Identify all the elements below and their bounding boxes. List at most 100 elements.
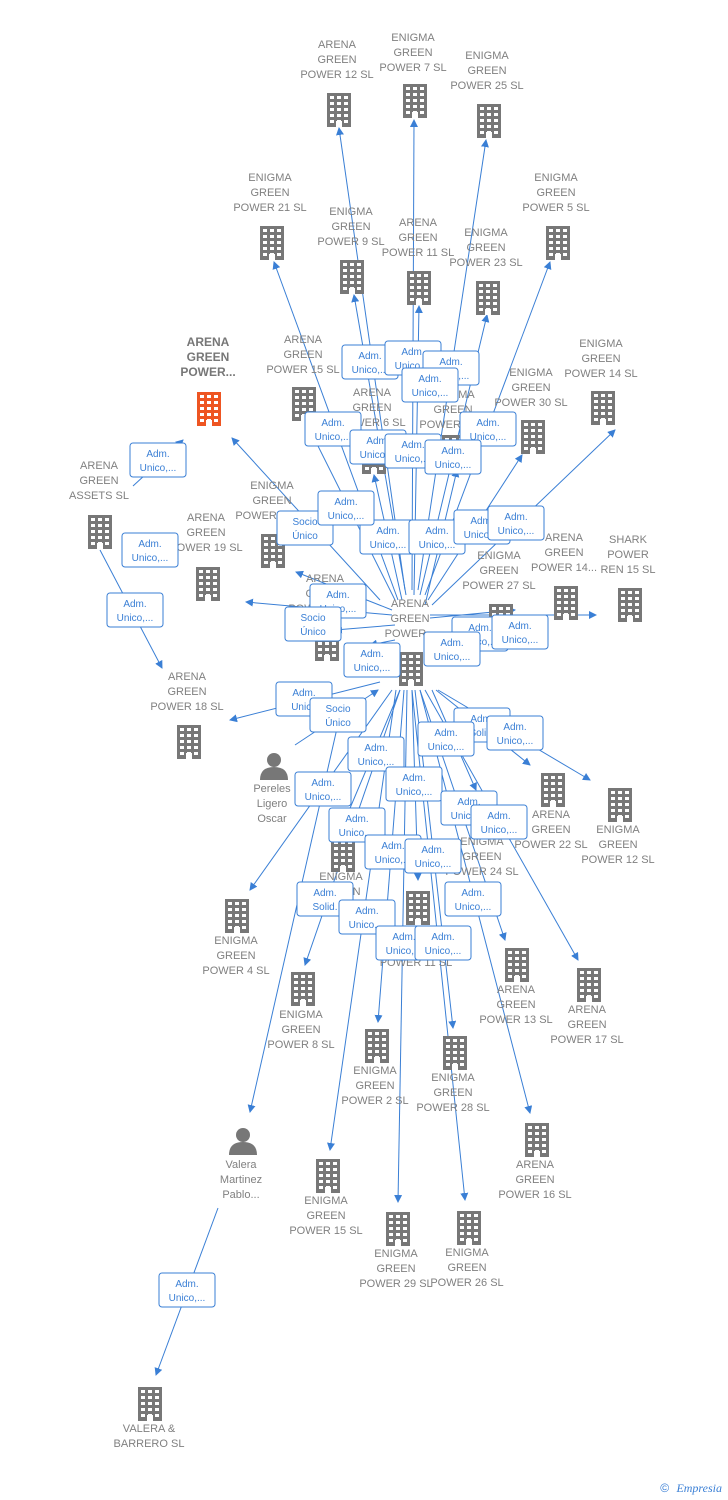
building-icon xyxy=(443,1036,467,1070)
badge-text: Unico xyxy=(291,702,317,713)
node-label: BARRERO SL xyxy=(114,1438,185,1450)
badge-text: Adm. xyxy=(441,446,464,457)
role-badge[interactable]: Adm.Unico,... xyxy=(158,1272,216,1308)
company-node[interactable]: ARENAGREENPOWER... xyxy=(180,335,236,426)
badge-text: Adm. xyxy=(334,497,357,508)
node-label: POWER 25 SL xyxy=(450,80,523,92)
role-badge[interactable]: Adm.Unico,... xyxy=(486,715,544,751)
node-label: ENIGMA xyxy=(304,1195,348,1207)
badge-text: Adm. xyxy=(503,722,526,733)
role-badge[interactable]: Adm.Unico,... xyxy=(424,439,482,475)
badge-text: Adm. xyxy=(392,932,415,943)
node-label: GREEN xyxy=(306,1210,345,1222)
node-label: GREEN xyxy=(536,187,575,199)
building-icon xyxy=(260,226,284,260)
node-label: ENIGMA xyxy=(248,172,292,184)
building-icon xyxy=(261,534,285,568)
node-label: ARENA xyxy=(318,39,357,51)
node-label: ARENA xyxy=(284,334,323,346)
role-badge[interactable]: Adm.Unico,... xyxy=(385,766,443,802)
node-label: ARENA xyxy=(168,671,207,683)
building-icon xyxy=(521,420,545,454)
company-node[interactable]: VALERA &BARRERO SL xyxy=(114,1387,185,1450)
person-node[interactable]: ValeraMartinezPablo... xyxy=(220,1128,262,1201)
node-label: Pablo... xyxy=(222,1189,259,1201)
node-label: GREEN xyxy=(281,1024,320,1036)
role-badge[interactable]: Adm.Unico,... xyxy=(359,519,417,555)
badge-text: Adm. xyxy=(439,357,462,368)
company-node[interactable]: ARENAGREENPOWER... xyxy=(385,598,436,686)
badge-text: Adm. xyxy=(418,374,441,385)
node-label: GREEN xyxy=(252,495,291,507)
role-badge[interactable]: Adm.Unico,... xyxy=(343,642,401,678)
role-badge[interactable]: Adm.Unico,... xyxy=(404,838,462,874)
role-badge[interactable]: Adm.Unico,... xyxy=(414,925,472,961)
role-badge[interactable]: Adm.Unico,... xyxy=(470,804,528,840)
badge-text: Adm. xyxy=(360,649,383,660)
footer-brand[interactable]: © Empresia xyxy=(660,1481,722,1496)
role-badge[interactable]: Adm.Unico,... xyxy=(129,442,187,478)
building-icon xyxy=(505,948,529,982)
role-badge[interactable]: Adm.Unico,... xyxy=(317,490,375,526)
node-label: POWER... xyxy=(180,365,235,379)
role-badge[interactable]: Adm.Unico,... xyxy=(491,614,549,650)
badge-text: Unico,... xyxy=(386,946,423,957)
building-icon xyxy=(340,260,364,294)
role-badge[interactable]: Adm.Unico,... xyxy=(408,519,466,555)
role-badge[interactable]: Adm.Unico,... xyxy=(304,411,362,447)
node-label: GREEN xyxy=(479,565,518,577)
role-badge[interactable]: Adm.Unico,... xyxy=(328,807,386,843)
badge-text: Adm. xyxy=(366,436,389,447)
node-label: ENIGMA xyxy=(464,227,508,239)
badge-text: Adm. xyxy=(321,418,344,429)
role-badge[interactable]: Adm.Unico,... xyxy=(347,736,405,772)
node-label: ENIGMA xyxy=(509,367,553,379)
role-badge[interactable]: Adm.Unico,... xyxy=(401,367,459,403)
role-badge[interactable]: Adm.Unico,... xyxy=(294,771,352,807)
building-icon xyxy=(591,391,615,425)
role-badge[interactable]: Adm.Unico,... xyxy=(459,411,517,447)
node-label: GREEN xyxy=(331,221,370,233)
role-badge[interactable]: Adm.Unico,... xyxy=(423,631,481,667)
role-badge[interactable]: Adm.Unico,... xyxy=(121,532,179,568)
role-badge[interactable]: Adm.Unico,... xyxy=(487,505,545,541)
building-icon xyxy=(407,271,431,305)
node-label: POWER 7 SL xyxy=(379,62,446,74)
role-badge[interactable]: Adm.Unico,... xyxy=(417,721,475,757)
badge-text: Unico,... xyxy=(498,526,535,537)
node-label: ENIGMA xyxy=(465,50,509,62)
role-badge[interactable]: Adm.Unico,... xyxy=(106,592,164,628)
role-badge[interactable]: Adm.Unico,... xyxy=(444,881,502,917)
